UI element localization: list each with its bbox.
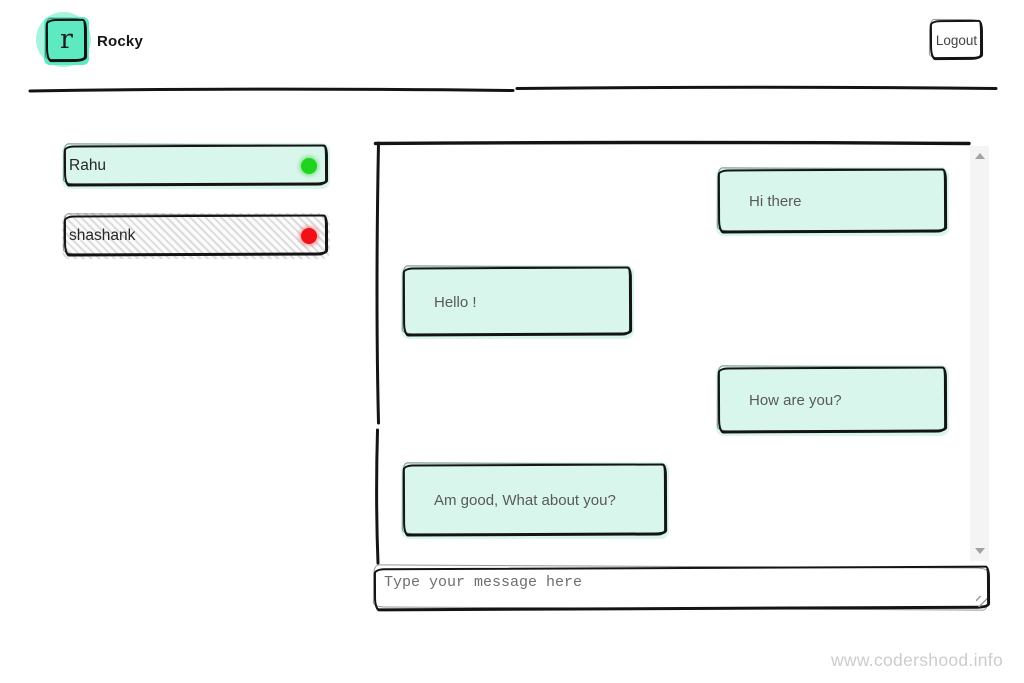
scroll-down-button[interactable] <box>970 543 989 559</box>
scroll-up-button[interactable] <box>970 148 989 164</box>
message-bubble-outgoing: Am good, What about you? <box>401 462 669 539</box>
chat-scrollbar[interactable] <box>970 146 989 561</box>
online-status-dot <box>301 158 317 174</box>
message-bubble-incoming: How are you? <box>716 365 949 436</box>
contact-name: shashank <box>69 227 136 244</box>
message-bubble-incoming: Hi there <box>716 167 949 236</box>
message-input-container <box>372 565 992 613</box>
contact-item-rahu[interactable]: Rahu <box>62 143 330 189</box>
message-text: Am good, What about you? <box>434 492 616 509</box>
user-avatar: r <box>44 17 89 65</box>
message-text: Hello ! <box>434 293 477 311</box>
message-input[interactable] <box>372 565 992 613</box>
logout-label: Logout <box>935 33 978 48</box>
arrow-up-icon <box>974 153 985 159</box>
message-text: Hi there <box>749 193 802 210</box>
site-watermark: www.codershood.info <box>830 650 1003 670</box>
message-bubble-outgoing: Hello ! <box>401 265 634 339</box>
message-text: How are you? <box>749 392 842 409</box>
current-username: Rocky <box>97 33 144 50</box>
contact-name: Rahu <box>69 157 107 174</box>
avatar-letter: r <box>60 24 73 55</box>
contact-item-shashank[interactable]: shashank <box>62 213 330 259</box>
resize-grip-icon[interactable] <box>976 596 987 607</box>
arrow-down-icon <box>974 548 985 554</box>
logout-button[interactable]: Logout <box>928 18 985 63</box>
offline-status-dot <box>301 228 317 244</box>
